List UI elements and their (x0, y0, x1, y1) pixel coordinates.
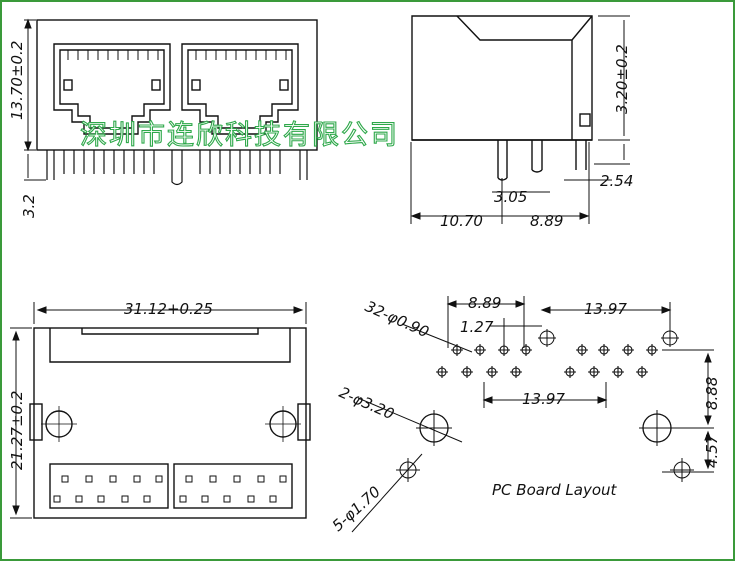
dim-layout-pitch-d: 13.97 (522, 390, 565, 408)
dim-bottom-height: 21.27±0.2 (8, 391, 26, 470)
dim-side-pitch: 2.54 (600, 172, 633, 190)
bottom-view (10, 302, 311, 519)
dim-side-height: 3.20±0.2 (613, 44, 631, 114)
dim-side-depth-left: 10.70 (440, 212, 483, 230)
dim-layout-pitch-c: 1.27 (460, 318, 494, 336)
pc-board-layout (351, 296, 714, 533)
dim-side-depth-right: 8.89 (530, 212, 563, 230)
dim-front-height: 13.70±0.2 (8, 41, 26, 120)
dim-front-pin: 3.2 (20, 194, 38, 218)
dim-layout-offset-b: 4.57 (703, 434, 721, 468)
side-view (410, 15, 630, 224)
dim-layout-pins: 32-φ0.90 (362, 297, 431, 341)
dim-layout-pitch-b: 13.97 (584, 300, 627, 318)
dim-layout-posts: 2-φ3.20 (336, 383, 397, 423)
dim-side-pin-spacing: 3.05 (494, 188, 527, 206)
dimension-labels: 13.70±0.2 3.2 3.20±0.2 2.54 3.05 10.70 8… (8, 41, 721, 535)
watermark-text: 深圳市连欣科技有限公司 (80, 120, 399, 151)
dim-layout-offset-a: 8.88 (703, 377, 721, 410)
layout-title: PC Board Layout (492, 481, 618, 499)
dim-bottom-width: 31.12+0.25 (124, 300, 213, 318)
front-view (24, 18, 318, 186)
dim-layout-pitch-a: 8.89 (468, 294, 501, 312)
